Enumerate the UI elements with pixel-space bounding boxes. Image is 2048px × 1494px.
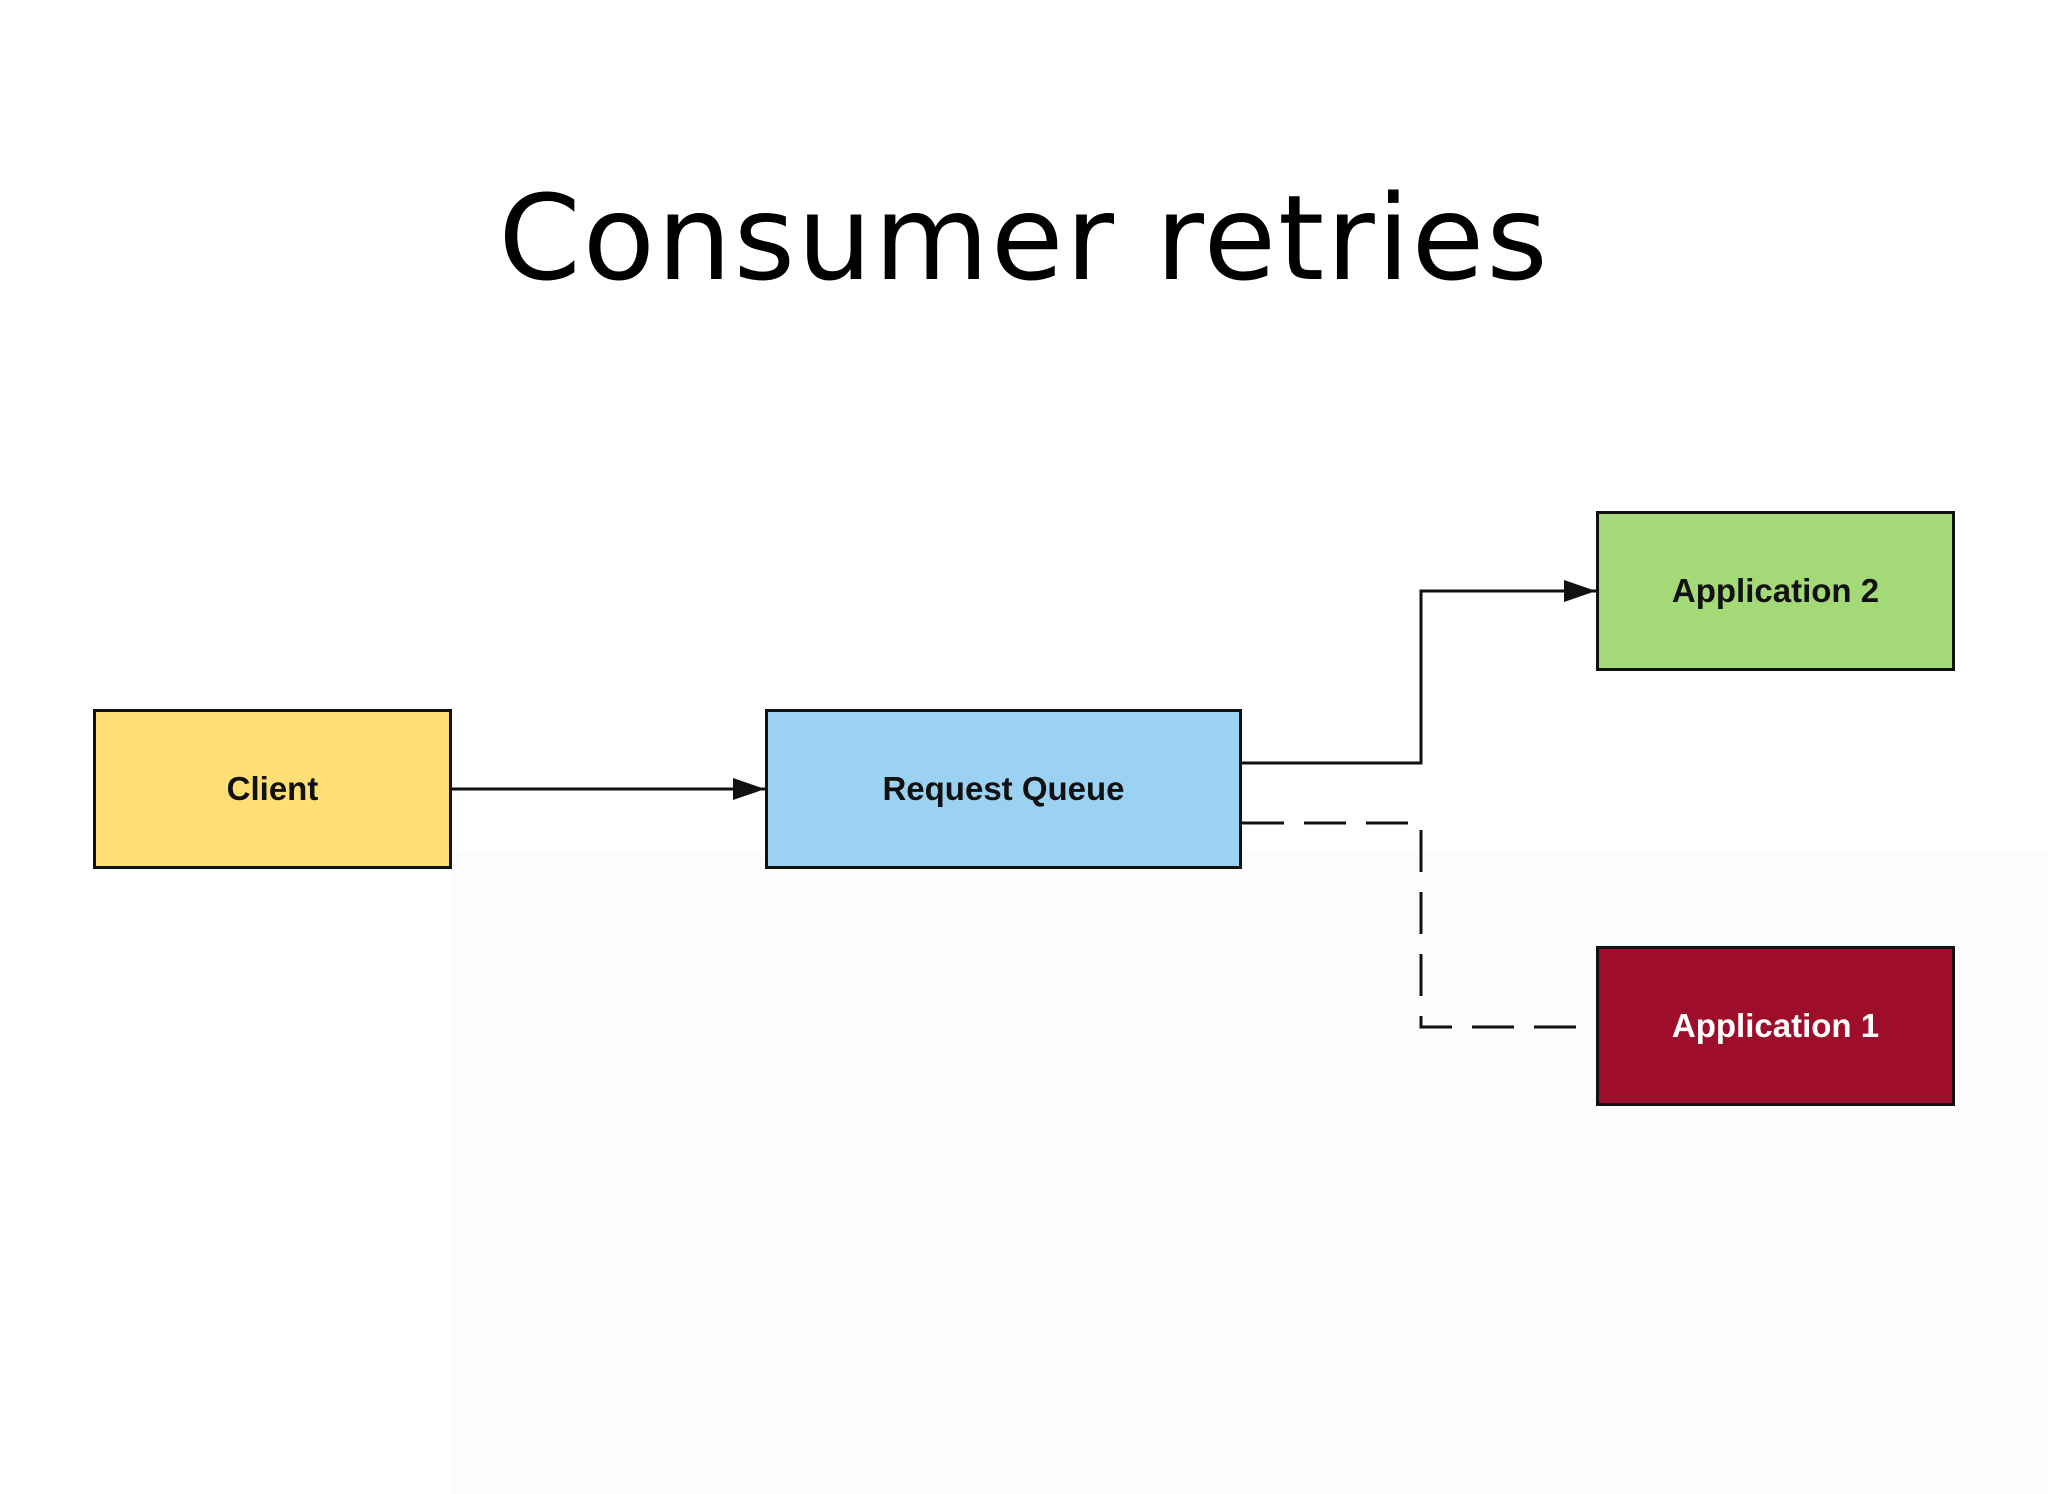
request-queue-node: Request Queue [765,709,1242,869]
page-title: Consumer retries [498,169,1550,307]
application-2-label: Application 2 [1671,572,1880,609]
edge-queue-to-application-2 [1242,580,1596,765]
client-node: Client [93,709,452,869]
application-1-node: Application 1 [1596,946,1955,1106]
application-2-node: Application 2 [1596,511,1955,671]
application-1-label: Application 1 [1671,1007,1880,1044]
client-label: Client [226,770,319,807]
request-queue-label: Request Queue [882,770,1125,807]
edge-queue-to-application-1-dashed [1242,821,1596,1029]
